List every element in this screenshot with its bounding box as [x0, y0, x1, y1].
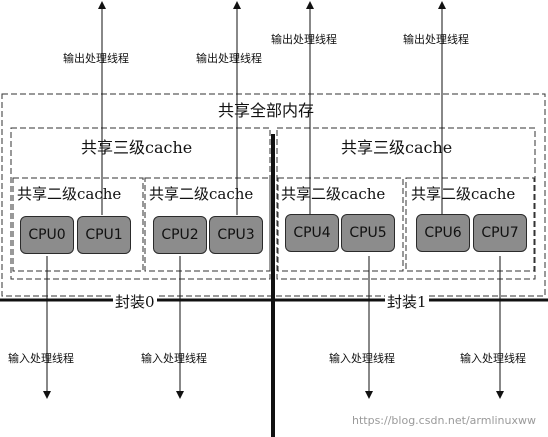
shared-memory-box	[1, 93, 546, 297]
cpu-7: CPU7	[473, 214, 527, 252]
package-label-0: 封装0	[113, 291, 157, 312]
input-label-1: 输入处理线程	[141, 352, 207, 365]
l2-box-2	[277, 177, 404, 272]
l3-box-0	[10, 127, 271, 280]
output-label-0: 输出处理线程	[63, 52, 129, 65]
l2-box-1	[144, 177, 271, 272]
cpu-4: CPU4	[285, 214, 339, 252]
output-label-2: 输出处理线程	[271, 33, 337, 46]
input-label-2: 输入处理线程	[329, 352, 395, 365]
output-label-1: 输出处理线程	[196, 52, 262, 65]
cpu-2: CPU2	[153, 216, 207, 254]
input-label-3: 输入处理线程	[460, 352, 526, 365]
l2-box-0	[12, 177, 144, 272]
shared-memory-label: 共享全部内存	[218, 101, 315, 120]
cpu-5: CPU5	[341, 214, 395, 252]
watermark: https://blog.csdn.net/armlinuxww	[352, 414, 537, 427]
l2-label-0: 共享二级cache	[17, 185, 122, 203]
cpu-6: CPU6	[416, 214, 470, 252]
l3-box-1	[276, 127, 536, 280]
cpu-3: CPU3	[209, 216, 263, 254]
cpu-0: CPU0	[20, 216, 74, 254]
l2-box-3	[405, 177, 535, 272]
l2-label-1: 共享二级cache	[149, 185, 254, 203]
l3-label-0: 共享三级cache	[81, 138, 193, 157]
package-label-1: 封装1	[385, 291, 429, 312]
input-label-0: 输入处理线程	[8, 352, 74, 365]
cpu-1: CPU1	[77, 216, 131, 254]
output-label-3: 输出处理线程	[403, 33, 469, 46]
l2-label-2: 共享二级cache	[281, 185, 386, 203]
l2-label-3: 共享二级cache	[411, 185, 516, 203]
l3-label-1: 共享三级cache	[341, 138, 453, 157]
